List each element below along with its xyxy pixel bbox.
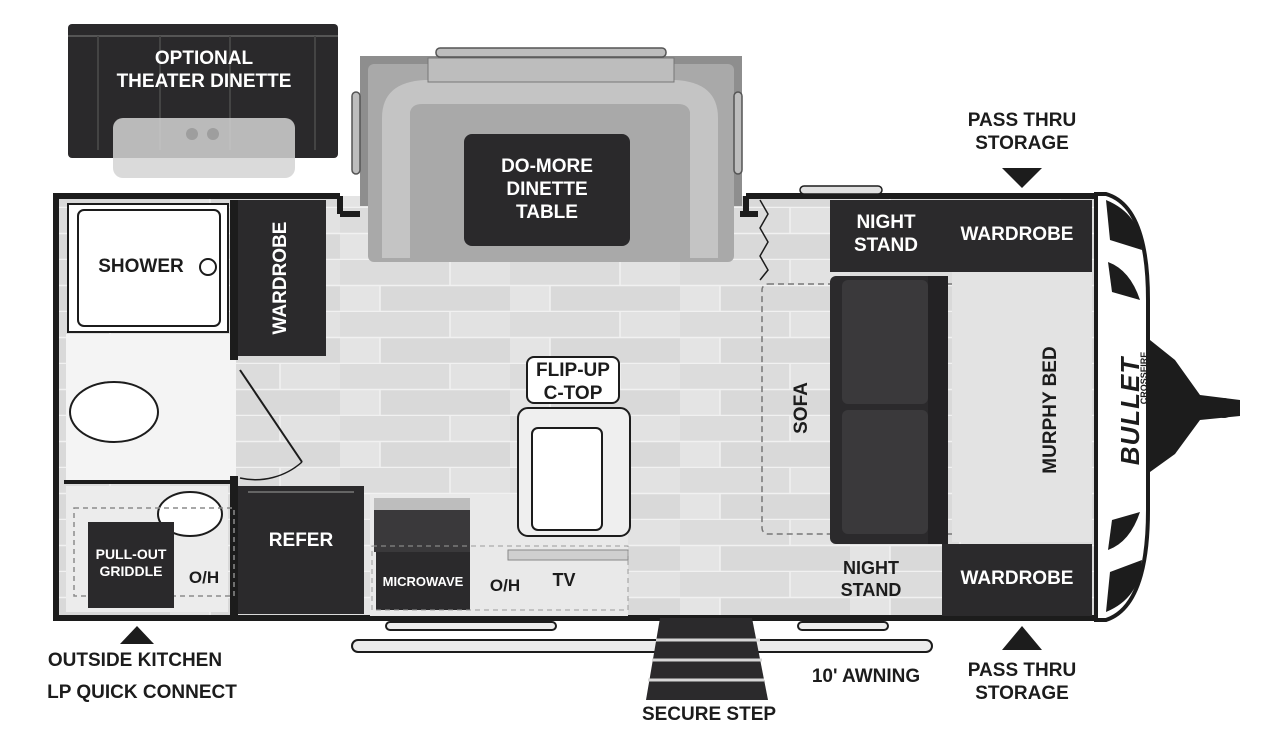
exterior-walls [53,193,1100,621]
refer-block [238,486,364,614]
oh-kitchen-label: O/H [489,576,521,595]
optional-theater-dinette [68,24,338,178]
sofa-label: SOFA [791,382,812,434]
front-cap [1094,192,1240,622]
dinette-slideout [351,47,743,262]
wardrobe-left-label: WARDROBE [270,221,291,335]
murphy-bed-label: MURPHY BED [1040,346,1061,474]
pull-out-griddle-label: PULL-OUT GRIDDLE [95,546,167,579]
bathroom [64,200,303,616]
flip-up-ctop-label: FLIP-UP C-TOP [526,356,620,404]
outside-kitchen-arrow [120,626,154,644]
tv-label: TV [552,570,576,590]
refer-label: REFER [268,530,334,551]
outside-kitchen-label: OUTSIDE KITCHEN [47,650,223,671]
awning-and-step [351,618,933,700]
microwave-label: MICROWAVE [382,574,464,589]
night-stand-top-label: NIGHT STAND [853,212,919,256]
brand-sub-logo: CROSSFIRE [1139,351,1149,405]
shower-label: SHOWER [98,256,184,277]
lp-quick-connect-label: LP QUICK CONNECT [47,682,237,703]
pass-thru-storage-top-label: PASS THRU STORAGE [967,110,1077,154]
awning-label: 10' AWNING [811,666,921,687]
pass-thru-bottom-arrow [1002,626,1042,650]
kitchen [370,407,631,616]
secure-step-label: SECURE STEP [641,704,777,725]
wardrobe-bottom-right-label: WARDROBE [960,568,1074,589]
oh-bath-label: O/H [188,568,220,587]
night-stand-bottom-label: NIGHT STAND [840,558,902,600]
optional-theater-dinette-label: OPTIONAL THEATER DINETTE [116,48,292,92]
bedroom [759,185,1092,616]
pass-thru-storage-bottom-label: PASS THRU STORAGE [967,660,1077,704]
wardrobe-left-block [238,200,326,356]
wardrobe-top-right-label: WARDROBE [960,224,1074,245]
pass-thru-top-arrow [1002,168,1042,188]
dinette-table-label: DO-MORE DINETTE TABLE [501,156,593,223]
